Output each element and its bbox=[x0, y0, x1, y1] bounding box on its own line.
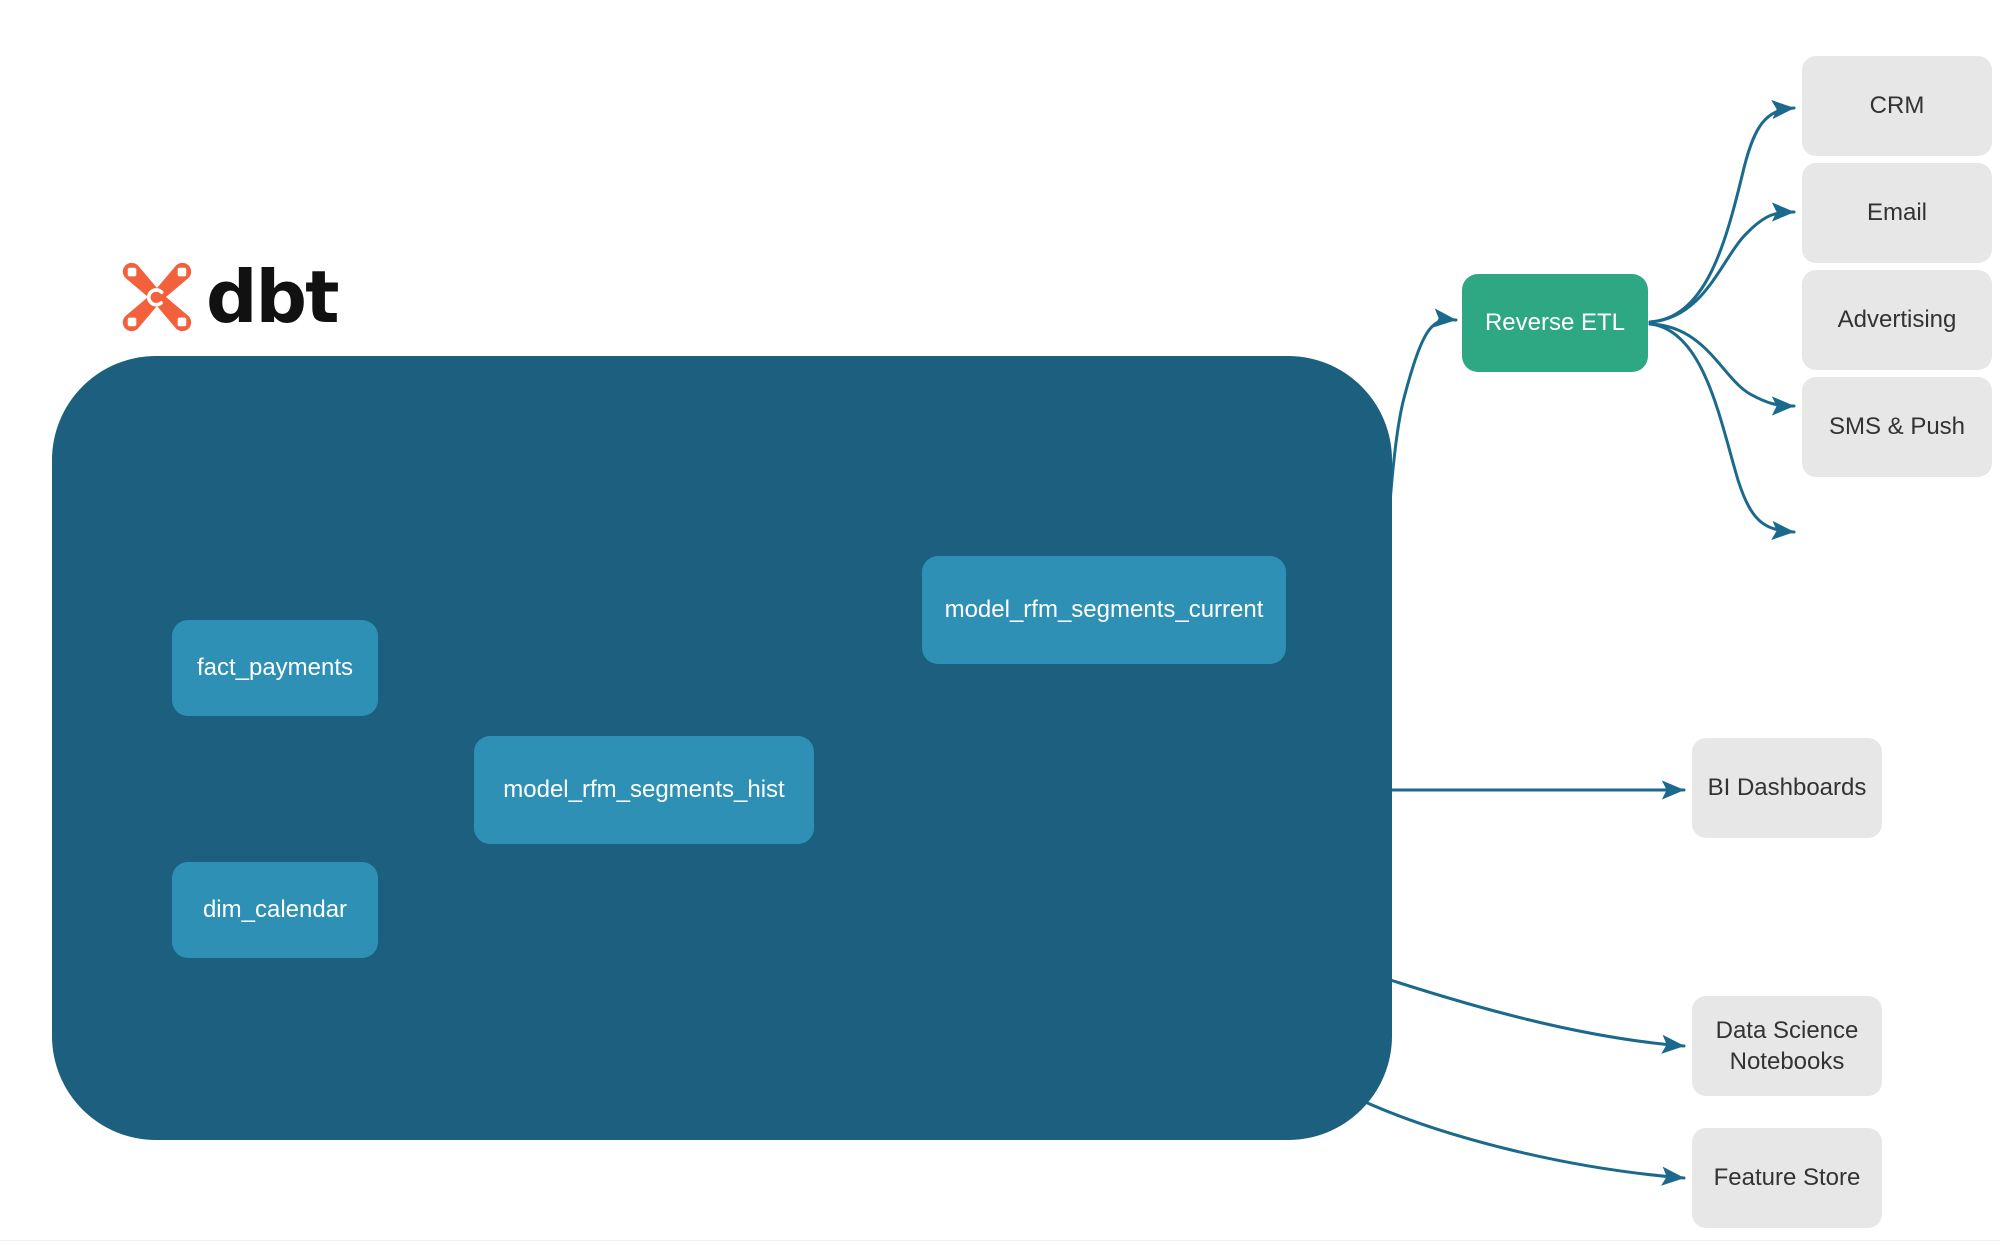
dbt-logo-icon bbox=[122, 262, 192, 332]
edge-reverse-etl-to-email bbox=[1648, 202, 1796, 324]
node-destination-advertising[interactable]: Advertising bbox=[1802, 270, 1992, 370]
node-model-rfm-segments-hist[interactable]: model_rfm_segments_hist bbox=[474, 736, 814, 844]
node-destination-sms-push[interactable]: SMS & Push bbox=[1802, 377, 1992, 477]
edge-reverse-etl-to-sms-push bbox=[1648, 322, 1796, 540]
edge-reverse-etl-to-crm bbox=[1648, 100, 1796, 324]
edge-model-hist-to-feature-store bbox=[1346, 1092, 1686, 1186]
node-consumer-ds-notebooks-line2: Notebooks bbox=[1729, 1048, 1845, 1075]
node-fact-payments-label: fact_payments bbox=[196, 654, 354, 681]
node-consumer-data-science-notebooks[interactable]: Data Science Notebooks bbox=[1692, 996, 1882, 1096]
node-destination-email[interactable]: Email bbox=[1802, 163, 1992, 263]
node-dim-calendar-label: dim_calendar bbox=[202, 896, 348, 923]
node-destination-advertising-label: Advertising bbox=[1837, 306, 1957, 334]
node-reverse-etl[interactable]: Reverse ETL bbox=[1462, 274, 1648, 372]
bottom-hairline bbox=[0, 1240, 2000, 1241]
node-destination-crm-label: CRM bbox=[1869, 92, 1925, 120]
node-consumer-feature-store[interactable]: Feature Store bbox=[1692, 1128, 1882, 1228]
node-destination-sms-push-label: SMS & Push bbox=[1828, 413, 1966, 441]
node-consumer-data-science-notebooks-label: Data Science Notebooks bbox=[1716, 1015, 1859, 1077]
node-consumer-bi-dashboards-label: BI Dashboards bbox=[1707, 774, 1867, 802]
edge-reverse-etl-to-advertising bbox=[1648, 322, 1796, 416]
node-destination-email-label: Email bbox=[1866, 199, 1927, 227]
node-consumer-ds-notebooks-line1: Data Science bbox=[1715, 1016, 1859, 1044]
node-consumer-feature-store-label: Feature Store bbox=[1713, 1164, 1861, 1192]
node-destination-crm[interactable]: CRM bbox=[1802, 56, 1992, 156]
node-model-rfm-segments-hist-label: model_rfm_segments_hist bbox=[503, 776, 785, 803]
dbt-wordmark: dbt bbox=[206, 255, 339, 339]
node-fact-payments[interactable]: fact_payments bbox=[172, 620, 378, 716]
node-reverse-etl-label: Reverse ETL bbox=[1484, 309, 1626, 336]
dbt-logo: dbt bbox=[118, 255, 339, 339]
node-model-rfm-segments-current-label: model_rfm_segments_current bbox=[944, 596, 1264, 623]
node-model-rfm-segments-current[interactable]: model_rfm_segments_current bbox=[922, 556, 1286, 664]
node-dim-calendar[interactable]: dim_calendar bbox=[172, 862, 378, 958]
edge-model-hist-to-ds-notebooks bbox=[1376, 974, 1686, 1054]
node-consumer-bi-dashboards[interactable]: BI Dashboards bbox=[1692, 738, 1882, 838]
